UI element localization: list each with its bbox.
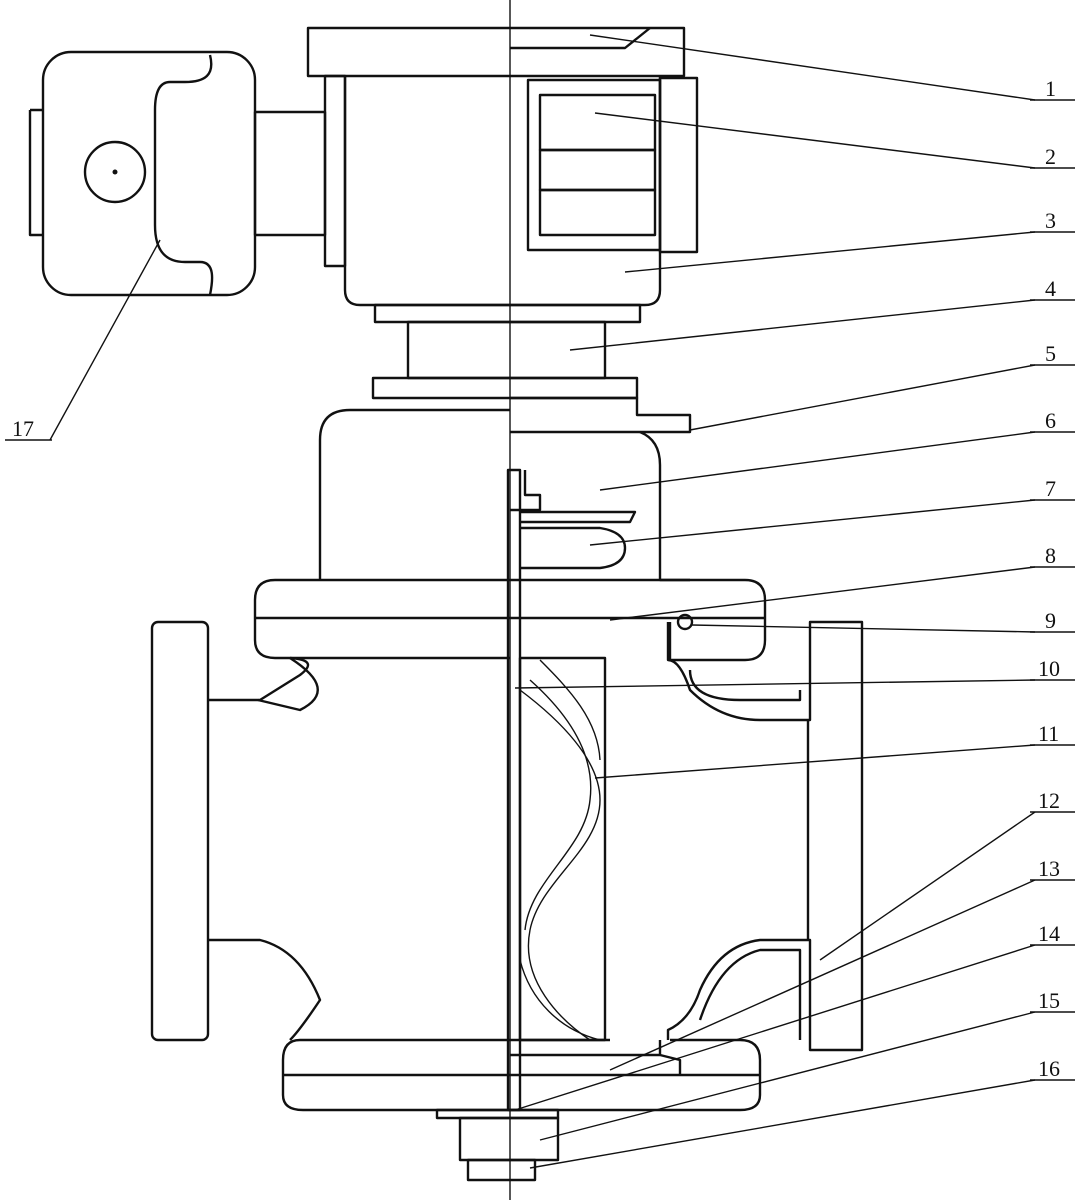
- label-8: 8: [1045, 543, 1056, 568]
- label-2: 2: [1045, 144, 1056, 169]
- label-11: 11: [1038, 721, 1059, 746]
- label-14: 14: [1038, 921, 1060, 946]
- label-12: 12: [1038, 788, 1060, 813]
- label-4: 4: [1045, 276, 1056, 301]
- top-cover: [306, 26, 686, 78]
- part-labels: 1 2 3 4 5 6 7 8 9 10 11 12 13 14 15 16 1…: [12, 76, 1060, 1081]
- actuator-housing: [323, 74, 699, 400]
- label-10: 10: [1038, 656, 1060, 681]
- leader-lines: [5, 34, 1075, 1169]
- label-5: 5: [1045, 341, 1056, 366]
- bonnet: [318, 396, 692, 582]
- label-7: 7: [1045, 476, 1056, 501]
- label-6: 6: [1045, 408, 1056, 433]
- bottom-flange: [281, 1038, 762, 1182]
- label-15: 15: [1038, 988, 1060, 1013]
- label-16: 16: [1038, 1056, 1060, 1081]
- label-17: 17: [12, 416, 34, 441]
- middle-flange: [253, 578, 767, 662]
- side-motor: [28, 50, 327, 297]
- label-13: 13: [1038, 856, 1060, 881]
- valve-body: [150, 468, 864, 1112]
- label-9: 9: [1045, 608, 1056, 633]
- label-3: 3: [1045, 208, 1056, 233]
- label-1: 1: [1045, 76, 1056, 101]
